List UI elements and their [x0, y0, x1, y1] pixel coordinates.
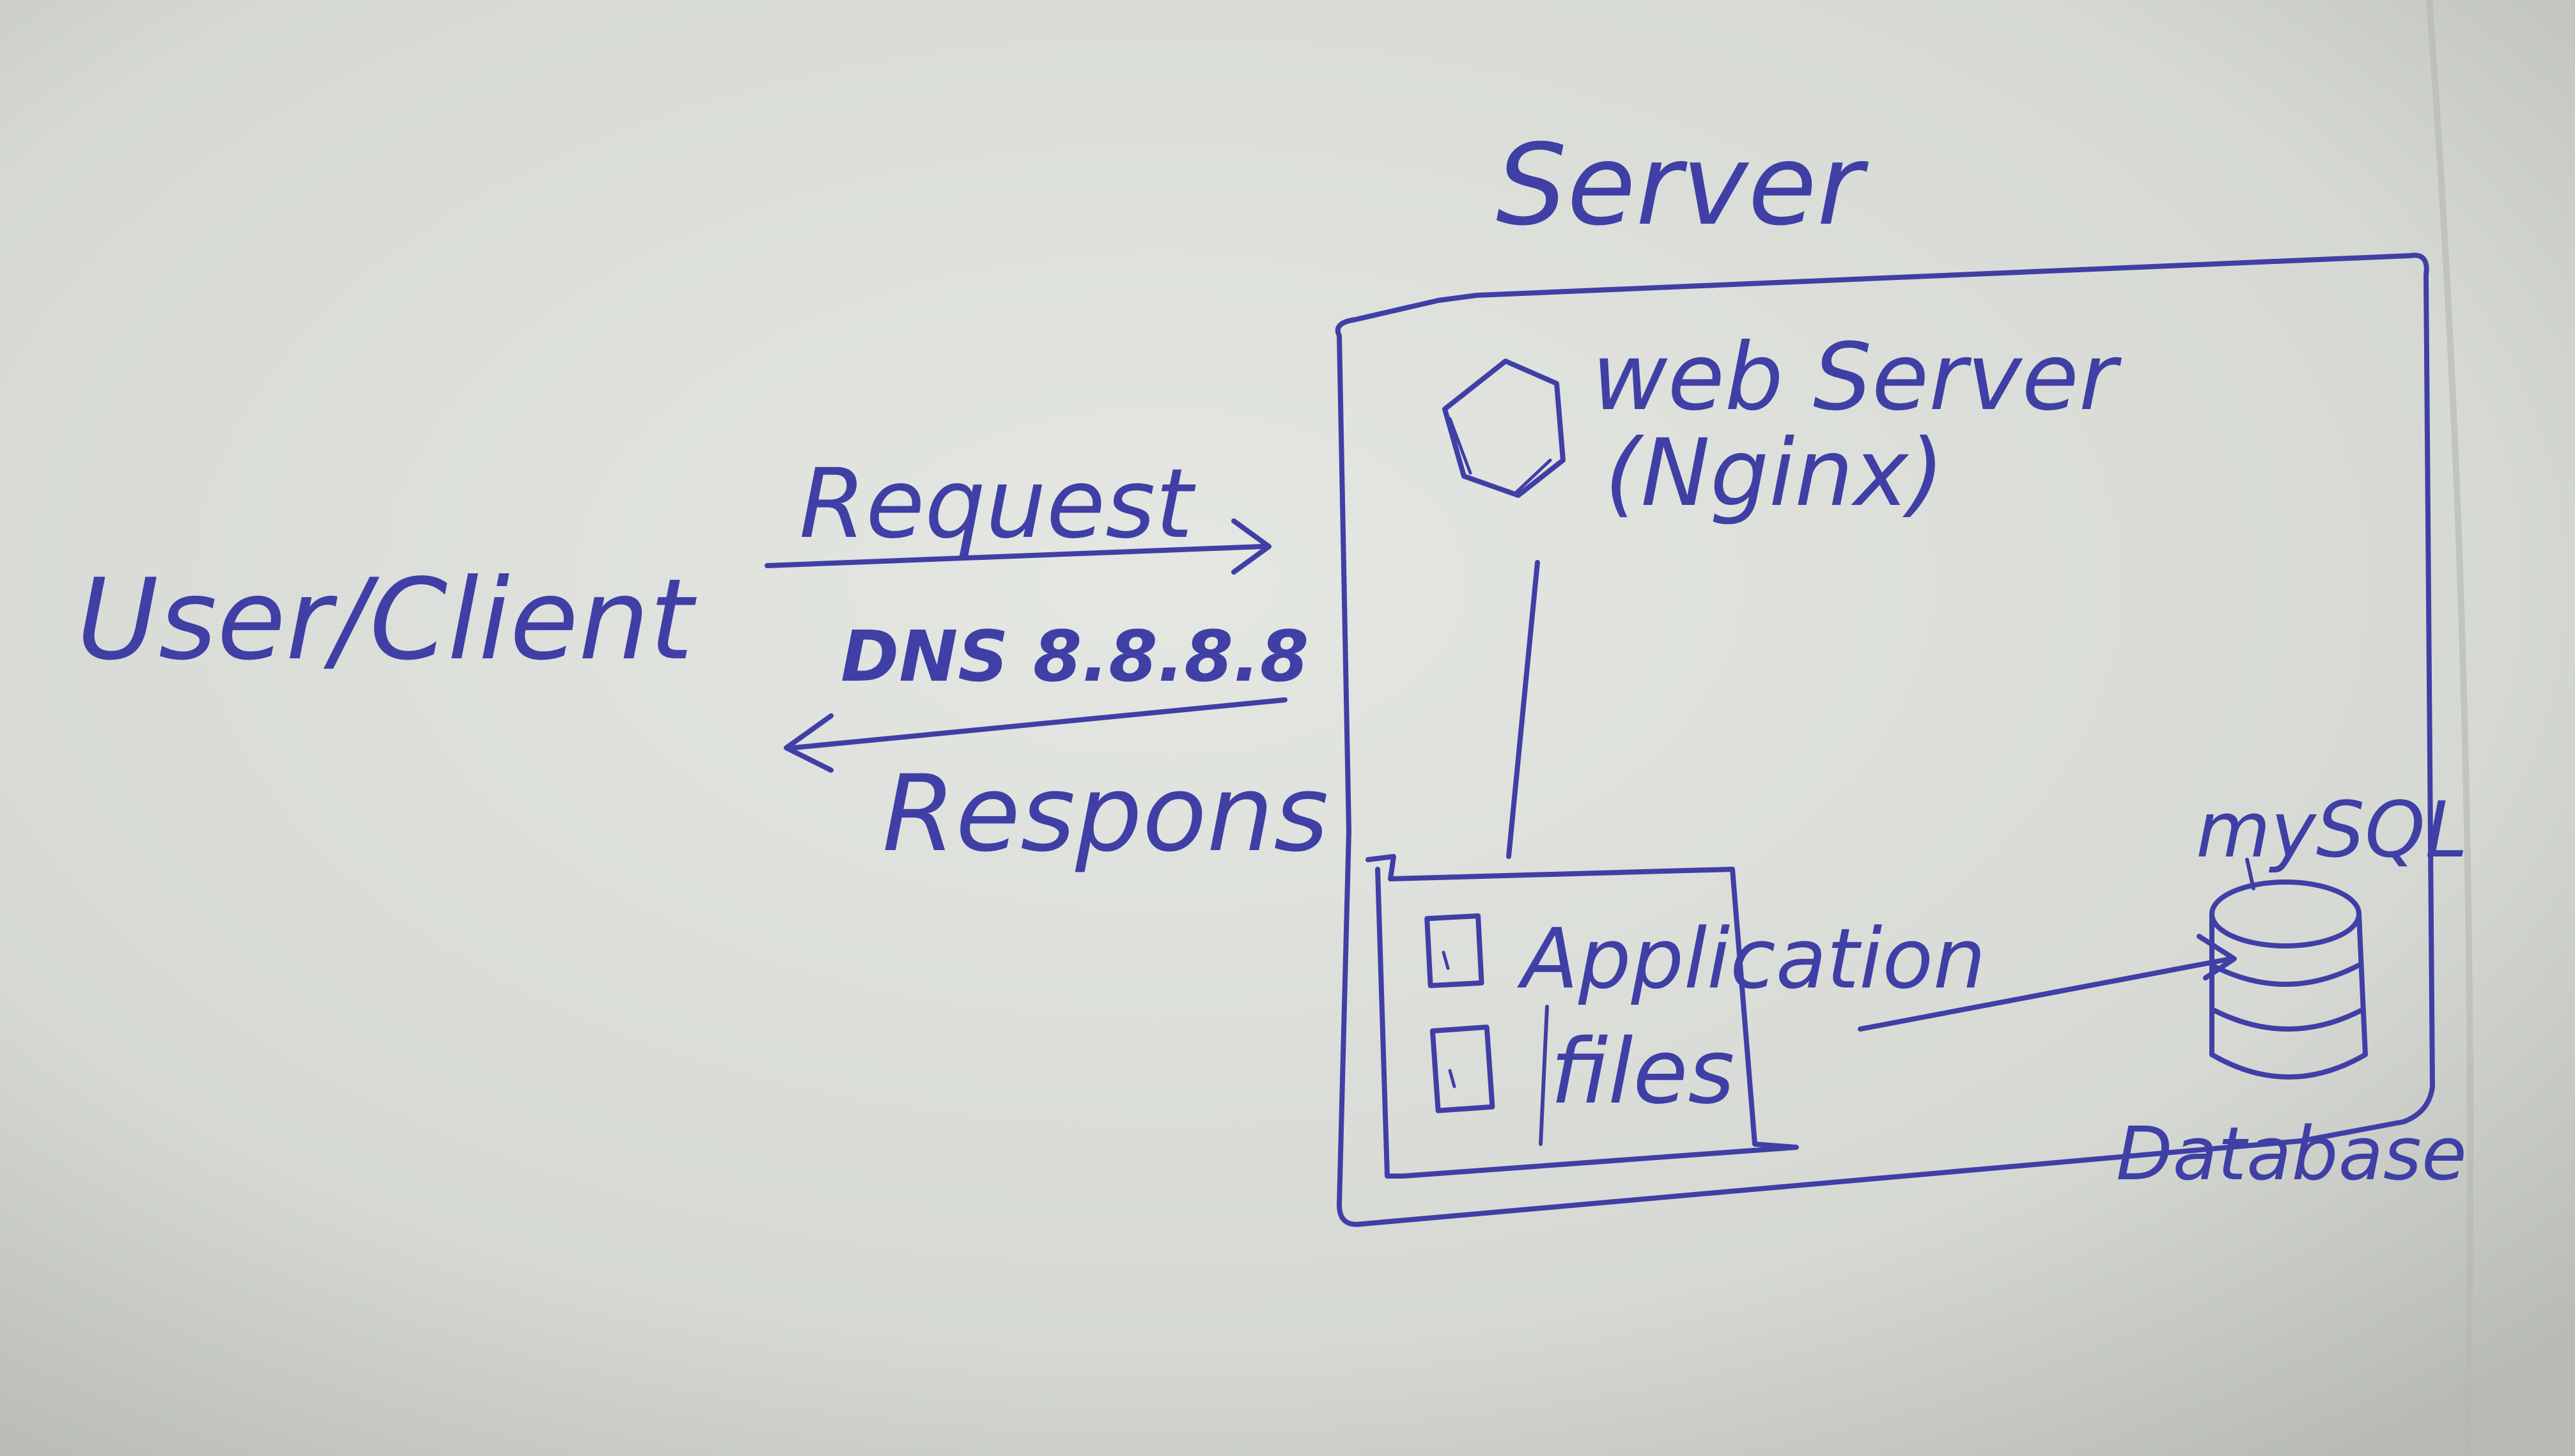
request-label: Request [799, 449, 1196, 560]
app-file-checkbox-2-mark [1448, 1069, 1456, 1088]
server-title: Server [1496, 121, 1869, 251]
nginx-label: (Nginx) [1605, 419, 1945, 527]
files-stroke [1539, 1005, 1549, 1146]
nginx-to-app-line [1506, 560, 1540, 859]
app-files-box [1365, 854, 1799, 1179]
request-arrow [765, 518, 1272, 575]
client-label: User/Client [77, 555, 697, 685]
paper-right-edge [2426, 0, 2473, 1456]
app-file-checkbox-1 [1424, 913, 1484, 989]
app-file-checkbox-1-mark [1442, 950, 1450, 970]
nginx-hexagon-icon [1442, 359, 1566, 498]
app-file-checkbox-2 [1429, 1025, 1495, 1113]
mysql-label: mySQL [2196, 786, 2468, 875]
server-box [1335, 252, 2435, 1227]
response-label: Respons [882, 752, 1328, 875]
database-label: Database [2116, 1111, 2467, 1197]
application-label: Application [1517, 910, 1986, 1007]
files-label: files [1550, 1020, 1734, 1124]
database-icon [2209, 858, 2368, 1080]
web-server-label: web Server [1592, 323, 2122, 431]
nginx-hexagon-inner [1448, 417, 1552, 494]
dns-label: DNS 8.8.8.8 [841, 616, 1309, 697]
response-arrow [784, 697, 1288, 773]
